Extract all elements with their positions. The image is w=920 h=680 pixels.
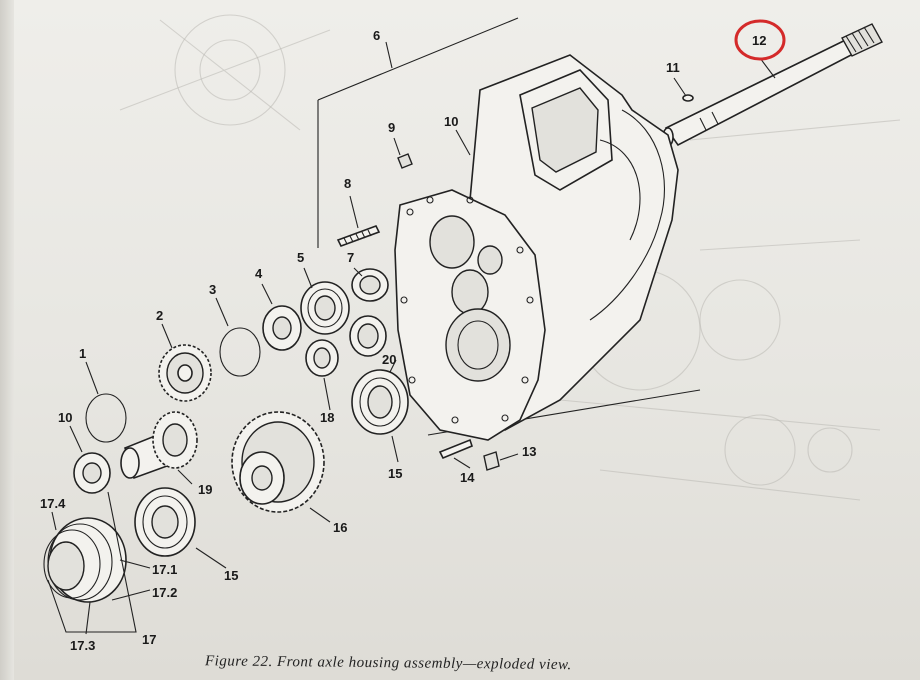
callout-2: 2	[156, 308, 163, 323]
axle-housing-10	[394, 54, 679, 441]
highlight-circle-12	[734, 19, 786, 61]
callout-15-upper: 15	[388, 466, 402, 481]
callout-10-housing: 10	[444, 114, 458, 129]
page-edge	[0, 0, 14, 680]
bearing-5	[300, 281, 350, 335]
callout-10-washer: 10	[58, 410, 72, 425]
callout-18: 18	[320, 410, 334, 425]
washer-4	[262, 305, 302, 351]
snap-ring-3	[219, 327, 261, 377]
callout-17-4: 17.4	[40, 496, 66, 511]
callout-labels: 12 11 6 9 10 8 7 5 4 3 2 1 20 18 10 15 1…	[40, 19, 786, 653]
snap-ring-1	[85, 393, 127, 443]
bearing-assembly-17	[43, 517, 127, 603]
plug-13	[483, 451, 500, 471]
bearing-15-upper	[351, 369, 409, 435]
callout-6: 6	[373, 28, 380, 43]
pin-14	[438, 438, 473, 460]
callout-17-3: 17.3	[70, 638, 95, 653]
callout-5: 5	[297, 250, 304, 265]
stud-8	[336, 225, 381, 247]
callout-17: 17	[142, 632, 156, 647]
callout-15-lower: 15	[224, 568, 238, 583]
flange-bolt-holes	[400, 196, 534, 424]
vent-9	[397, 153, 413, 169]
gear-2	[158, 344, 212, 402]
callout-12: 12	[752, 33, 766, 48]
callout-9: 9	[388, 120, 395, 135]
leader-lines	[47, 57, 776, 635]
callout-19: 19	[198, 482, 212, 497]
callout-7: 7	[347, 250, 354, 265]
callout-11: 11	[666, 60, 680, 75]
callout-17-1: 17.1	[152, 562, 177, 577]
callout-20: 20	[382, 352, 396, 367]
bleed-through-background	[119, 14, 901, 501]
callout-1: 1	[79, 346, 86, 361]
callout-16: 16	[333, 520, 347, 535]
roller-bearing-20-inner	[349, 315, 387, 357]
axle-shaft-12	[662, 23, 883, 147]
gear-16	[231, 411, 325, 513]
callout-8: 8	[344, 176, 351, 191]
callout-3: 3	[209, 282, 216, 297]
washer-10	[73, 452, 111, 494]
key-11	[682, 94, 694, 102]
callout-4: 4	[255, 266, 263, 281]
washer-18	[305, 339, 339, 377]
callout-14: 14	[460, 470, 475, 485]
bearing-15-lower	[134, 487, 196, 557]
gear-shaft-19	[120, 411, 198, 480]
bearing-7	[351, 268, 389, 302]
callout-13: 13	[522, 444, 536, 459]
callout-17-2: 17.2	[152, 585, 177, 600]
